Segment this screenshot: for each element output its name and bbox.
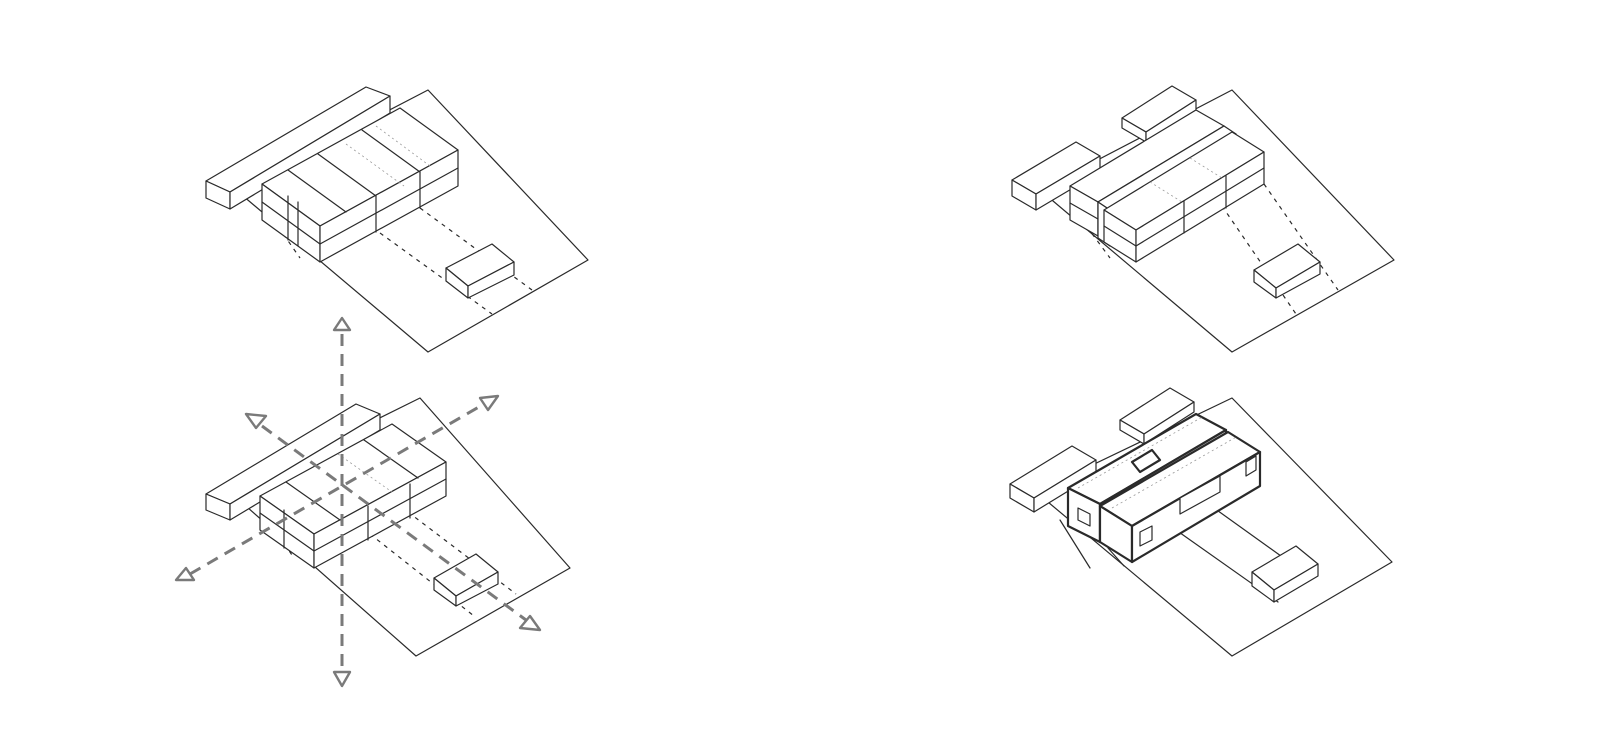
- arrow-head-upper-right: [478, 394, 500, 412]
- panel-split-volumes: [1011, 85, 1395, 353]
- arrow-head-upper-left: [244, 412, 268, 430]
- linked-building-bridge: [1130, 448, 1162, 474]
- window-opening: [1077, 507, 1091, 527]
- split-slab-c: [1103, 131, 1265, 263]
- stacked-block-cluster: [261, 107, 459, 263]
- back-bar-volume: [1121, 85, 1197, 143]
- linked-building-right-wing: [1098, 430, 1262, 564]
- window-opening: [1139, 525, 1153, 547]
- back-bar-volume: [1119, 387, 1195, 445]
- panel-final-scheme: [1009, 387, 1393, 657]
- arrow-head-up: [332, 316, 352, 332]
- arrow-head-down: [332, 670, 352, 688]
- diagonal-axis-arrow-rising: [174, 394, 500, 582]
- arrow-head-lower-left: [174, 566, 196, 582]
- small-box-volume: [1251, 545, 1319, 603]
- entrance-opening: [1179, 475, 1221, 515]
- panel-massing-grid: [205, 86, 589, 353]
- small-box-volume: [433, 553, 499, 607]
- vertical-axis-arrow: [332, 316, 352, 688]
- diagonal-axis-arrow-falling: [244, 412, 542, 632]
- panel-circulation-axes: [174, 316, 571, 688]
- window-opening: [1245, 455, 1257, 477]
- small-box-volume: [1253, 243, 1321, 299]
- small-box-volume: [445, 243, 515, 299]
- arrow-head-lower-right: [518, 614, 542, 632]
